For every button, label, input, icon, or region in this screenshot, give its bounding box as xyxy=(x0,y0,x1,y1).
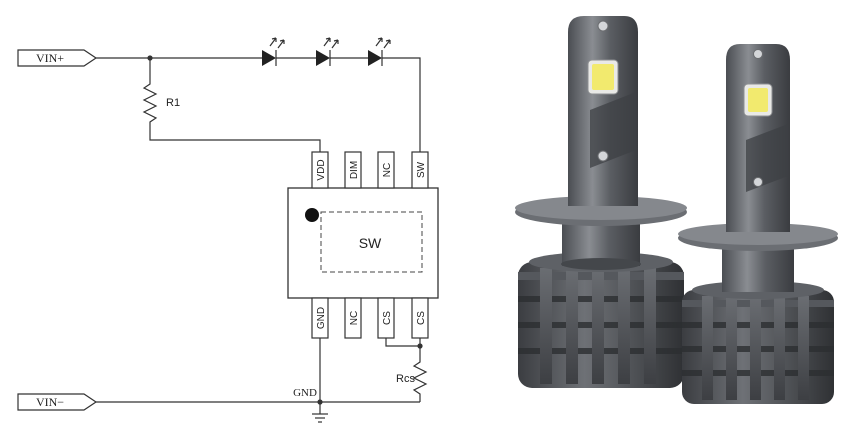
top-pins: VDD DIM NC SW xyxy=(311,151,429,189)
svg-text:SW: SW xyxy=(416,161,427,178)
pin-dim: DIM xyxy=(344,151,362,189)
svg-text:CS: CS xyxy=(416,311,427,325)
vin-minus-label: VIN− xyxy=(36,395,64,409)
vin-plus-terminal: VIN+ xyxy=(17,49,98,67)
ground-symbol xyxy=(312,413,328,423)
product-photo xyxy=(515,16,838,404)
pin-sw: SW xyxy=(411,151,429,189)
gnd-junction-dot xyxy=(317,399,323,405)
led-3 xyxy=(368,37,391,66)
driver-ic: SW xyxy=(287,187,439,299)
pin-cs-1: CS xyxy=(377,297,395,339)
heatsink-left xyxy=(518,252,684,388)
pin-vdd: VDD xyxy=(311,151,329,189)
rcs-label: Rcs xyxy=(396,373,415,385)
led-2 xyxy=(316,37,339,66)
pin-nc-bottom: NC xyxy=(344,297,362,339)
svg-text:VDD: VDD xyxy=(316,159,327,180)
bottom-pins: GND NC CS CS xyxy=(311,297,429,339)
chip-label: SW xyxy=(359,235,382,251)
pin-nc-top: NC xyxy=(377,151,395,189)
vin-plus-label: VIN+ xyxy=(36,51,64,65)
resistor-r1: R1 xyxy=(142,58,321,152)
vin-minus-terminal: VIN− xyxy=(17,393,98,411)
led-1 xyxy=(262,37,285,66)
resistor-rcs: Rcs xyxy=(396,346,428,402)
pin-gnd: GND xyxy=(311,297,329,339)
pin1-marker xyxy=(305,208,319,222)
svg-text:DIM: DIM xyxy=(349,161,360,179)
led-driver-schematic: VIN+ VIN− xyxy=(17,37,439,423)
pin-cs-2: CS xyxy=(411,297,429,339)
led-bulb-right xyxy=(678,44,838,404)
svg-text:NC: NC xyxy=(382,163,393,177)
r1-label: R1 xyxy=(166,97,180,109)
svg-text:NC: NC xyxy=(349,311,360,325)
led-to-sw-wire xyxy=(382,57,421,152)
heatsink-right xyxy=(682,281,834,404)
svg-text:CS: CS xyxy=(382,311,393,325)
gnd-label: GND xyxy=(293,387,317,399)
svg-text:GND: GND xyxy=(316,307,327,329)
led-string xyxy=(262,37,421,152)
led-bulb-left xyxy=(515,16,687,388)
cs-tie-wire xyxy=(385,338,420,347)
